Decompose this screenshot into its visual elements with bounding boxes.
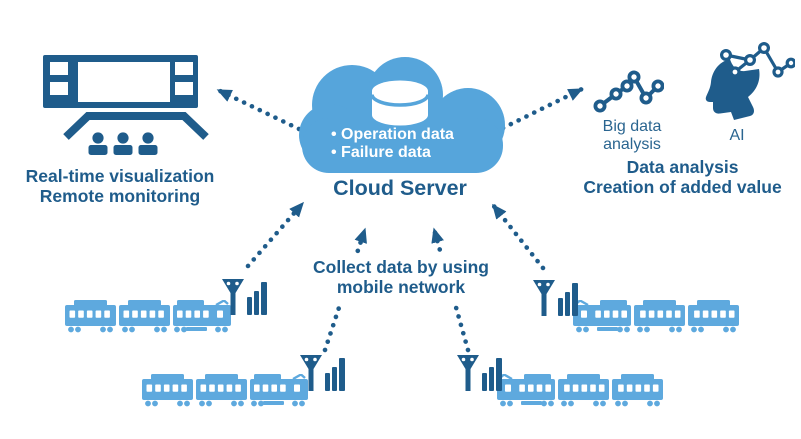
arrow-train1-to-cloud — [245, 200, 306, 269]
collection-caption: Collect data by using mobile network — [303, 254, 499, 304]
analysis-caption: Data analysis Creation of added value — [565, 157, 800, 197]
analysis-caption-line2: Creation of added value — [583, 176, 782, 197]
train-icon — [142, 374, 308, 407]
big-data-label-line2: analysis — [603, 135, 661, 153]
collection-caption-line1: Collect data by using — [313, 257, 489, 277]
signal-antenna-icon — [457, 354, 503, 392]
ai-head-network-icon — [705, 42, 795, 120]
signal-antenna-icon — [533, 279, 579, 317]
arrow-cloud-to-analysis — [500, 86, 585, 131]
signal-antenna-icon — [222, 278, 268, 316]
big-data-label: Big data analysis — [590, 118, 674, 153]
cloud-bullet-failure-data: • Failure data — [331, 143, 431, 161]
ai-label: AI — [729, 127, 745, 144]
control-room-monitor-icon — [43, 55, 209, 155]
cloud-bullet-operation-data: • Operation data — [331, 126, 454, 143]
cloud-server-label: Cloud Server — [333, 176, 467, 200]
train-icon — [497, 374, 663, 407]
train-icon — [65, 300, 231, 333]
cloud-data-list: • Operation data • Failure data — [331, 126, 454, 161]
analysis-caption-line1: Data analysis — [626, 157, 739, 177]
line-chart-icon — [593, 70, 664, 113]
arrow-cloud-to-monitor — [215, 87, 302, 132]
monitoring-caption-line1: Real-time visualization — [25, 166, 215, 186]
arrow-train2-to-cloud — [322, 226, 368, 353]
train-icon — [573, 300, 739, 333]
cloud-icon — [299, 57, 505, 173]
signal-antenna-icon — [300, 354, 346, 392]
monitoring-caption: Real-time visualization Remote monitorin… — [8, 166, 232, 206]
big-data-label-line1: Big data — [602, 118, 662, 135]
collection-caption-line2: mobile network — [336, 276, 466, 297]
monitoring-caption-line2: Remote monitoring — [39, 185, 201, 206]
arrow-train3-to-cloud — [490, 202, 546, 271]
